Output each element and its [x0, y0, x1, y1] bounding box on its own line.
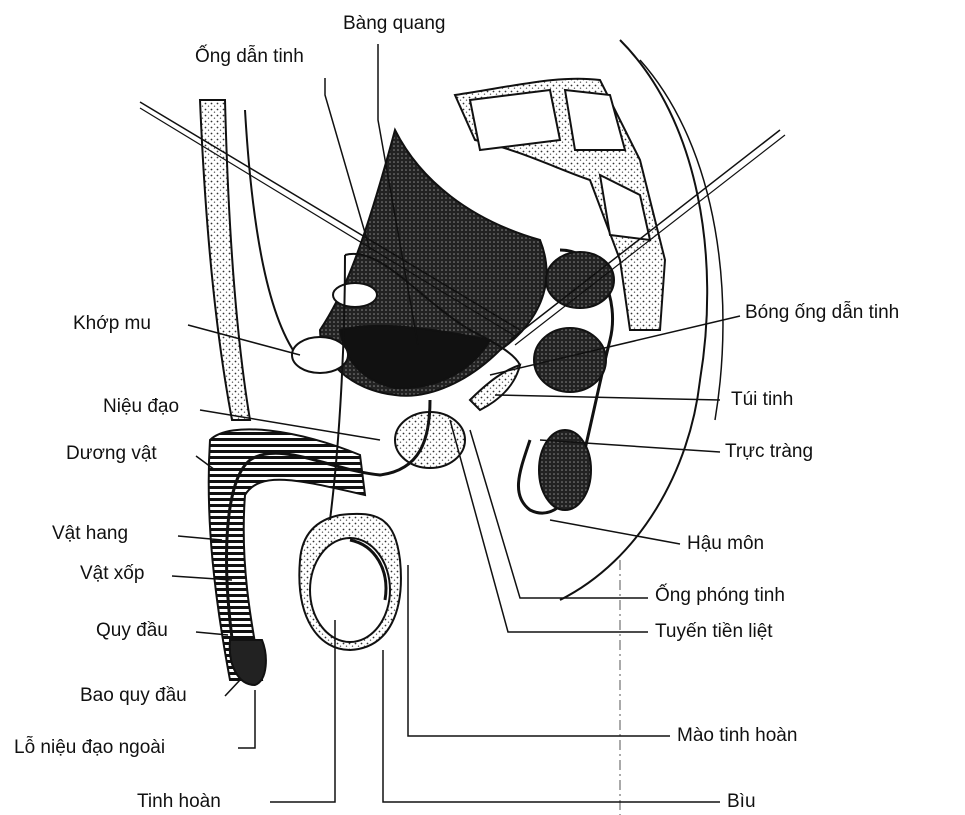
- label-vat-hang: Vật hang: [52, 524, 128, 543]
- leader-tinh-hoan: [270, 620, 335, 802]
- rectum-upper: [546, 252, 614, 308]
- leader-bao-quy-dau: [225, 680, 240, 696]
- seminal-vesicle: [470, 365, 520, 410]
- label-bao-quy-dau: Bao quy đầu: [80, 686, 187, 705]
- label-tuyen-tien-liet: Tuyến tiền liệt: [655, 622, 773, 641]
- label-truc-trang: Trực tràng: [725, 442, 813, 461]
- label-vat-xop: Vật xốp: [80, 564, 144, 583]
- inner-wall-line: [245, 110, 300, 360]
- pubic-inner: [333, 283, 377, 307]
- label-tui-tinh: Túi tinh: [731, 390, 793, 409]
- label-tinh-hoan: Tinh hoàn: [137, 792, 221, 811]
- label-lo-nieu-dao-ngoai: Lỗ niệu đạo ngoài: [14, 738, 165, 757]
- pubic-symphysis: [292, 337, 348, 373]
- label-duong-vat: Dương vật: [66, 444, 157, 463]
- leader-tui-tinh: [495, 395, 720, 400]
- leader-hau-mon: [550, 520, 680, 544]
- label-ong-dan-tinh: Ống dẫn tinh: [195, 47, 304, 66]
- label-khop-mu: Khớp mu: [73, 314, 151, 333]
- label-biu: Bìu: [727, 792, 756, 811]
- label-quy-dau: Quy đầu: [96, 621, 168, 640]
- label-mao-tinh-hoan: Mào tinh hoàn: [677, 726, 797, 745]
- vertebra-2: [565, 90, 625, 150]
- label-ong-phong-tinh: Ống phóng tinh: [655, 586, 785, 605]
- leader-mao-tinh-hoan: [408, 565, 670, 736]
- leader-biu: [383, 650, 720, 802]
- testis: [310, 538, 390, 642]
- leader-lo-nieu-dao-ngoai: [238, 690, 255, 748]
- abdominal-wall: [200, 100, 250, 420]
- label-nieu-dao: Niệu đạo: [103, 397, 179, 416]
- label-bang-quang: Bàng quang: [343, 14, 446, 33]
- label-bong-ong-dan-tinh: Bóng ống dẫn tinh: [745, 303, 899, 322]
- vertebra-1: [470, 90, 560, 150]
- rectum-mid: [534, 328, 606, 392]
- label-hau-mon: Hậu môn: [687, 534, 764, 553]
